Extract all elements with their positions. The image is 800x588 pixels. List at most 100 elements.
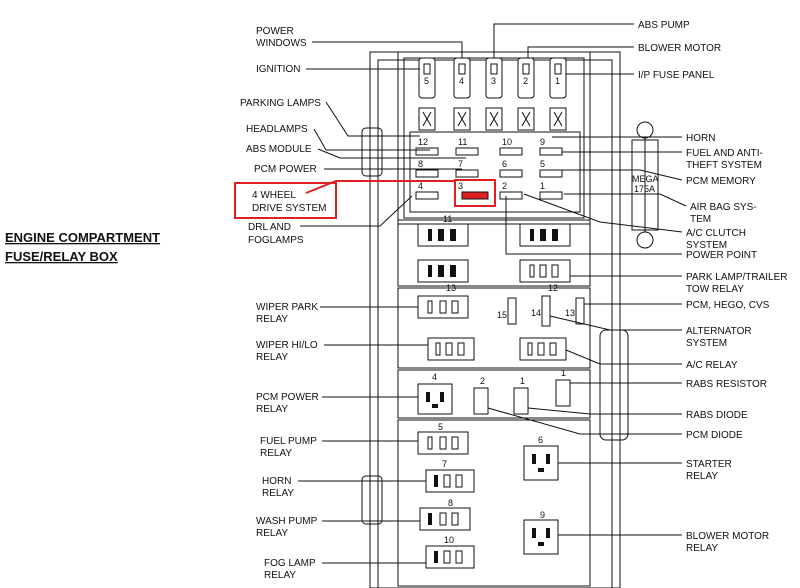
mini-fuse: [539, 147, 563, 156]
mega-fuse-label: MEGA: [632, 174, 659, 184]
relay: [523, 519, 559, 555]
label-alternator-line-1: ALTERNATOR: [686, 326, 752, 337]
relay-grid: 11 13 12 15 14 13 1 4 2 1 5 6: [417, 214, 585, 569]
maxi-fuse: 4: [453, 57, 471, 99]
label-horn: HORN: [686, 133, 715, 144]
mini-fuse: [539, 191, 563, 200]
diode-slot: [507, 297, 517, 325]
fuse-clip: [549, 107, 567, 131]
fuse-box-housing: [361, 51, 659, 588]
mini-fuse-number: 2: [502, 181, 507, 191]
label-power-point: POWER POINT: [686, 250, 757, 261]
mega-fuse-rating: 175A: [634, 184, 655, 194]
mini-fuse: [455, 147, 479, 156]
label-pcm-hego-cvs: PCM, HEGO, CVS: [686, 300, 770, 311]
label-abs-pump: ABS PUMP: [638, 20, 690, 31]
label-park-lamp-line-1: PARK LAMP/TRAILER: [686, 272, 788, 283]
label-wiper-hilo-line-1: WIPER HI/LO: [256, 340, 318, 351]
relay-number: 1: [520, 376, 525, 386]
label-parking-lamps: PARKING LAMPS: [240, 98, 321, 109]
diode-slot: [473, 387, 489, 415]
label-fuel-antitheft-line-2: THEFT SYSTEM: [686, 160, 762, 171]
label-fuel-antitheft-line-1: FUEL AND ANTI-: [686, 148, 763, 159]
mini-fuse-number: 10: [502, 137, 512, 147]
fuse-clip: [485, 107, 503, 131]
label-drl-line-1: DRL AND: [248, 222, 291, 233]
label-ac-clutch-line-2: SYSTEM: [686, 240, 727, 251]
relay: [417, 383, 453, 415]
maxi-fuse-number: 2: [523, 76, 528, 86]
diagram-title-line-1: ENGINE COMPARTMENT: [5, 230, 160, 245]
maxi-fuse-number: 4: [459, 76, 464, 86]
highlight-box-fuse: [454, 179, 496, 207]
label-blower-relay-line-1: BLOWER MOTOR: [686, 531, 769, 542]
label-headlamps: HEADLAMPS: [246, 124, 308, 135]
label-fuel-pump-line-1: FUEL PUMP: [260, 436, 317, 447]
relay: [519, 259, 571, 283]
mini-fuse: [415, 147, 439, 156]
maxi-fuse: 1: [549, 57, 567, 99]
relay-number: 11: [443, 214, 452, 224]
label-fog-lamp-line-2: RELAY: [264, 570, 296, 581]
relay: [427, 337, 475, 361]
label-pcm-power-relay-line-2: RELAY: [256, 404, 288, 415]
label-4wd-line-2: DRIVE SYSTEM: [252, 203, 326, 214]
label-abs-module: ABS MODULE: [246, 144, 312, 155]
relay-number: 4: [432, 372, 437, 382]
relay-number: 8: [448, 498, 453, 508]
label-wash-pump-line-2: RELAY: [256, 528, 288, 539]
relay-number: 5: [438, 422, 443, 432]
label-horn-relay-line-2: RELAY: [262, 488, 294, 499]
mini-fuse-number: 5: [540, 159, 545, 169]
label-wiper-park-line-1: WIPER PARK: [256, 302, 318, 313]
mini-fuse-number: 11: [458, 137, 467, 147]
mini-fuse: [455, 169, 479, 178]
label-rabs-resistor: RABS RESISTOR: [686, 379, 767, 390]
mini-fuse: [415, 191, 439, 200]
mini-fuse: [499, 147, 523, 156]
relay: [417, 295, 469, 319]
relay-number: 15: [497, 310, 507, 320]
maxi-fuse-number: 1: [555, 76, 560, 86]
relay-number: 13: [446, 283, 456, 293]
mini-fuse-number: 8: [418, 159, 423, 169]
label-blower-motor: BLOWER MOTOR: [638, 43, 721, 54]
mini-fuse-highlighted: [461, 191, 489, 200]
mini-fuse: [539, 169, 563, 178]
mini-fuse-number: 6: [502, 159, 507, 169]
relay: [519, 337, 567, 361]
relay-number: 14: [531, 308, 541, 318]
diode-slot: [541, 295, 551, 327]
maxi-fuse-number: 5: [424, 76, 429, 86]
label-wash-pump-line-1: WASH PUMP: [256, 516, 318, 527]
label-power-windows-line-1: POWER: [256, 26, 294, 37]
maxi-fuse: 3: [485, 57, 503, 99]
label-starter-line-2: RELAY: [686, 471, 718, 482]
diode-slot: [513, 387, 529, 415]
diode-slot: [575, 297, 585, 325]
label-fog-lamp-line-1: FOG LAMP: [264, 558, 316, 569]
label-ac-relay: A/C RELAY: [686, 360, 738, 371]
mini-fuse-number: 7: [458, 159, 463, 169]
label-rabs-diode: RABS DIODE: [686, 410, 748, 421]
relay-number: 2: [480, 376, 485, 386]
relay: [419, 507, 471, 531]
diagram-title-line-2: FUSE/RELAY BOX: [5, 249, 118, 264]
left-callouts: POWER WINDOWS IGNITION PARKING LAMPS HEA…: [234, 26, 466, 581]
label-airbag-line-1: AIR BAG SYS-: [690, 202, 757, 213]
maxi-fuse-number: 3: [491, 76, 496, 86]
resistor-slot: [555, 379, 571, 407]
label-starter-line-1: STARTER: [686, 459, 732, 470]
label-pcm-power: PCM POWER: [254, 164, 317, 175]
mini-fuse-number: 9: [540, 137, 545, 147]
label-horn-relay-line-1: HORN: [262, 476, 291, 487]
label-wiper-park-line-2: RELAY: [256, 314, 288, 325]
relay-number: 9: [540, 510, 545, 520]
relay-number: 7: [442, 459, 447, 469]
relay-number: 6: [538, 435, 543, 445]
mini-fuse-number: 4: [418, 181, 423, 191]
label-blower-relay-line-2: RELAY: [686, 543, 718, 554]
label-park-lamp-line-2: TOW RELAY: [686, 284, 744, 295]
label-alternator-line-2: SYSTEM: [686, 338, 727, 349]
relay: [417, 431, 469, 455]
